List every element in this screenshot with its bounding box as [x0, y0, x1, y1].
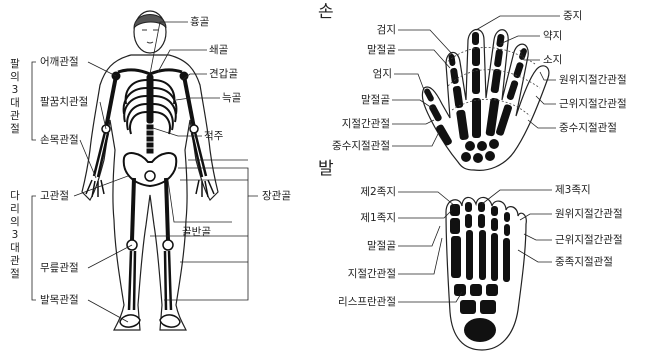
label-hand-interphalangeal-joint: 지절간관절 [310, 118, 390, 130]
label-index-finger: 검지 [340, 24, 396, 36]
hand-skeleton [422, 30, 549, 171]
label-foot-mtp-joint: 중족지절관절 [555, 256, 613, 268]
hand-title: 손 [318, 3, 334, 21]
label-rib: 늑골 [222, 92, 241, 104]
label-shoulder-joint: 어깨관절 [40, 56, 79, 68]
label-elbow-joint: 팔꿈치관절 [40, 96, 88, 108]
label-clavicle: 쇄골 [209, 44, 228, 56]
label-pelvis: 골반골 [182, 226, 211, 238]
label-long-bone: 장관골 [262, 190, 291, 202]
label-wrist-joint: 손목관절 [40, 134, 79, 146]
label-third-toe: 제3족지 [555, 184, 591, 196]
label-hip-joint: 고관절 [40, 190, 69, 202]
label-hand-distal-phalanx: 말절골 [340, 44, 396, 56]
label-foot-dip-joint: 원위지절간관절 [555, 208, 623, 220]
label-little-finger: 소지 [543, 54, 562, 66]
label-lisfranc-joint: 리스프란관절 [300, 296, 396, 308]
arm-group-title: 팔의 3대관절 [9, 58, 21, 148]
label-second-toe: 제2족지 [330, 186, 396, 198]
label-ring-finger: 약지 [543, 30, 562, 42]
leg-group-title: 다리의 3대관절 [9, 190, 21, 310]
foot-skeleton [446, 197, 526, 350]
label-first-toe: 제1족지 [330, 212, 396, 224]
label-hand-pip-joint: 근위지절간관절 [559, 98, 627, 110]
foot-title: 발 [318, 160, 334, 178]
label-knee-joint: 무릎관절 [40, 262, 79, 274]
label-hand-distal-phalanx-2: 말절골 [334, 94, 390, 106]
label-hand-carpometacarpal-joint: 중수지절관절 [300, 140, 390, 152]
label-thumb: 엄지 [336, 68, 392, 80]
label-scapula: 견갑골 [209, 68, 238, 80]
label-hand-mcp-joint: 중수지절관절 [559, 122, 617, 134]
label-spine: 척주 [204, 130, 223, 142]
label-foot-pip-joint: 근위지절간관절 [555, 234, 623, 246]
label-foot-distal-phalanx: 말절골 [330, 240, 396, 252]
label-middle-finger: 중지 [563, 10, 582, 22]
label-foot-interphalangeal-joint: 지절간관절 [316, 268, 396, 280]
label-hand-dip-joint: 원위지절간관절 [559, 74, 627, 86]
label-sternum: 흉골 [190, 16, 209, 28]
label-ankle-joint: 발목관절 [40, 294, 79, 306]
